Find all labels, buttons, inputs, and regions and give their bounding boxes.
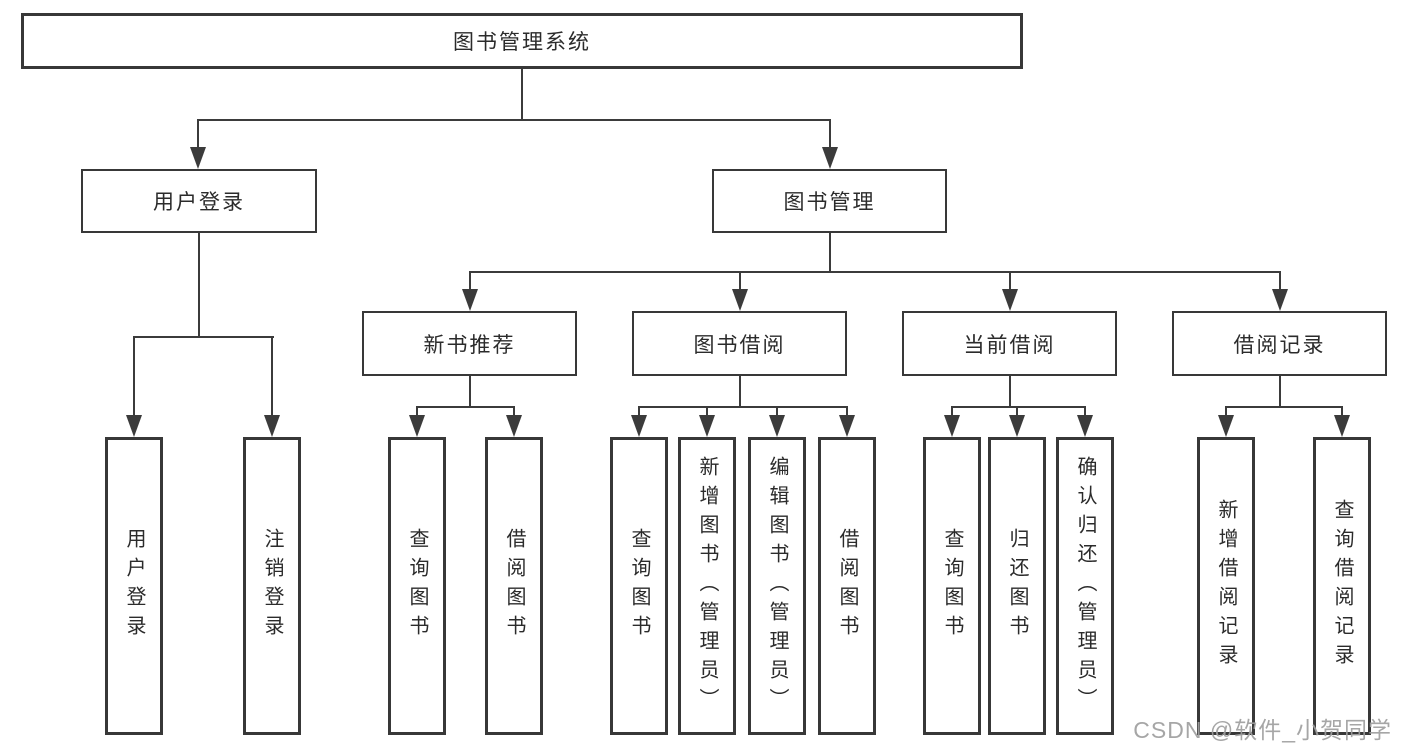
edge-arrowhead <box>506 415 522 437</box>
edge-arrowhead <box>409 415 425 437</box>
node-book-borrowing: 图书借阅 <box>632 311 847 376</box>
leaf-label: 编辑图书（管理员） <box>766 455 788 717</box>
edge-line <box>1009 271 1011 297</box>
edge-arrowhead <box>732 289 748 311</box>
leaf-user-login: 用户登录 <box>105 437 163 735</box>
leaf-label: 确认归还（管理员） <box>1074 455 1096 717</box>
leaf-borrow-add-books-admin: 新增图书（管理员） <box>678 437 736 735</box>
edge-group-stem <box>1279 376 1281 408</box>
edge-root-stem <box>521 69 523 121</box>
edge-to-book-mgmt <box>829 119 831 153</box>
edge-arrowhead <box>1272 289 1288 311</box>
edge-level1-bar <box>197 119 831 121</box>
edge-group-stem <box>1009 376 1011 408</box>
edge-line <box>1341 406 1343 418</box>
edge-group-bar <box>1225 406 1343 408</box>
node-label: 借阅记录 <box>1233 333 1326 357</box>
leaf-records-query-record: 查询借阅记录 <box>1313 437 1371 735</box>
node-label: 新书推荐 <box>423 333 516 357</box>
csdn-watermark: CSDN @软件_小贺同学 <box>1133 717 1392 743</box>
leaf-label: 查询借阅记录 <box>1331 499 1353 673</box>
edge-arrowhead <box>1002 289 1018 311</box>
edge-group-stem <box>469 376 471 408</box>
leaf-borrow-query-books: 查询图书 <box>610 437 668 735</box>
edge-arrowhead <box>944 415 960 437</box>
leaf-label: 查询图书 <box>406 528 428 644</box>
leaf-borrow-borrow-books: 借阅图书 <box>818 437 876 735</box>
edge-line <box>469 271 471 297</box>
edge-arrowhead <box>1334 415 1350 437</box>
edge-line <box>706 406 708 418</box>
edge-line <box>1225 406 1227 418</box>
edge-level2-bar <box>469 271 1281 273</box>
leaf-newbook-borrow-books: 借阅图书 <box>485 437 543 735</box>
edge-to-user-login <box>197 119 199 153</box>
edge-line <box>271 336 273 416</box>
node-borrowing-records: 借阅记录 <box>1172 311 1387 376</box>
node-label: 用户登录 <box>153 191 245 214</box>
edge-arrowhead <box>1009 415 1025 437</box>
edge-arrowhead <box>822 147 838 169</box>
edge-arrowhead <box>699 415 715 437</box>
edge-arrowhead <box>190 147 206 169</box>
leaf-current-confirm-return-admin: 确认归还（管理员） <box>1056 437 1114 735</box>
edge-line <box>1084 406 1086 418</box>
edge-line <box>1016 406 1018 418</box>
edge-arrowhead <box>264 415 280 437</box>
leaf-label: 借阅图书 <box>836 528 858 644</box>
leaf-label: 用户登录 <box>123 528 145 644</box>
edge-arrowhead <box>126 415 142 437</box>
leaf-records-add-record: 新增借阅记录 <box>1197 437 1255 735</box>
edge-arrowhead <box>1218 415 1234 437</box>
edge-line <box>416 406 418 418</box>
edge-userlogin-bar <box>133 336 274 338</box>
node-label: 图书管理系统 <box>453 31 591 54</box>
leaf-current-query-books: 查询图书 <box>923 437 981 735</box>
edge-userlogin-stem <box>198 233 200 337</box>
edge-group-bar <box>638 406 848 408</box>
edge-line <box>846 406 848 418</box>
edge-line <box>739 271 741 297</box>
leaf-newbook-query-books: 查询图书 <box>388 437 446 735</box>
leaf-borrow-edit-books-admin: 编辑图书（管理员） <box>748 437 806 735</box>
edge-arrowhead <box>631 415 647 437</box>
node-label: 图书借阅 <box>693 333 786 357</box>
edge-line <box>1279 271 1281 297</box>
edge-line <box>133 336 135 416</box>
edge-line <box>951 406 953 418</box>
edge-group-bar <box>416 406 515 408</box>
node-user-login: 用户登录 <box>81 169 317 233</box>
node-new-book-recommend: 新书推荐 <box>362 311 577 376</box>
node-current-borrowing: 当前借阅 <box>902 311 1117 376</box>
leaf-label: 查询图书 <box>628 528 650 644</box>
edge-arrowhead <box>1077 415 1093 437</box>
node-library-system: 图书管理系统 <box>21 13 1023 69</box>
leaf-label: 新增借阅记录 <box>1215 499 1237 673</box>
edge-arrowhead <box>839 415 855 437</box>
leaf-logout: 注销登录 <box>243 437 301 735</box>
leaf-label: 借阅图书 <box>503 528 525 644</box>
edge-line <box>638 406 640 418</box>
edge-arrowhead <box>462 289 478 311</box>
edge-arrowhead <box>769 415 785 437</box>
leaf-label: 归还图书 <box>1006 528 1028 644</box>
node-book-management: 图书管理 <box>712 169 947 233</box>
leaf-current-return-books: 归还图书 <box>988 437 1046 735</box>
leaf-label: 查询图书 <box>941 528 963 644</box>
edge-line <box>513 406 515 418</box>
node-label: 图书管理 <box>783 191 876 214</box>
edge-line <box>776 406 778 418</box>
edge-group-stem <box>739 376 741 408</box>
node-label: 当前借阅 <box>963 333 1056 357</box>
edge-group-bar <box>951 406 1086 408</box>
edge-bookmgmt-stem <box>829 233 831 273</box>
leaf-label: 注销登录 <box>261 528 283 644</box>
leaf-label: 新增图书（管理员） <box>696 455 718 717</box>
